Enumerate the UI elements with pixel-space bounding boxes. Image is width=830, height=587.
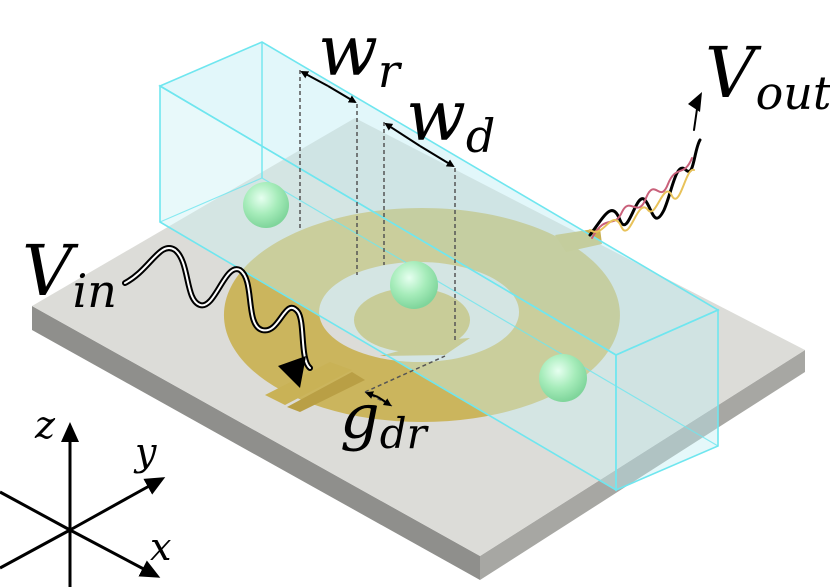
wd-arrow-a — [384, 122, 421, 147]
label-v-out: Vout — [705, 32, 830, 120]
label-axis-z: z — [34, 403, 56, 447]
gdr-guide-1 — [364, 355, 446, 393]
dimension-guides — [299, 70, 456, 407]
wd-arrow-b — [419, 145, 455, 168]
label-axis-x: x — [150, 525, 171, 569]
axis-y — [69, 477, 166, 532]
output-wave-yellow — [589, 168, 695, 233]
substrate-side-front — [32, 306, 480, 580]
inner-disk-electrode — [354, 288, 470, 352]
sphere-right — [539, 354, 587, 402]
gdr-arrow-a — [365, 391, 379, 399]
input-wave-arrowhead — [278, 356, 306, 388]
coordinate-axes — [0, 422, 166, 587]
input-wave-core — [124, 247, 311, 369]
waveguide-hidden-edge-3 — [159, 177, 263, 223]
labels: Vin Vout wr wd gdr z y x — [22, 10, 830, 569]
waveguide-hidden-edge-2 — [261, 177, 719, 447]
axis-x — [69, 528, 161, 578]
sphere-center — [390, 261, 438, 309]
sphere-left — [243, 182, 289, 228]
feed-line-right — [287, 372, 365, 412]
inner-disk-lead — [380, 338, 470, 356]
gdr-arrow-b — [377, 396, 392, 407]
label-axis-y: y — [133, 430, 157, 474]
gdr-guide-2 — [364, 391, 393, 407]
output-wave-arrowhead — [688, 92, 702, 112]
wr-arrow-b — [327, 85, 357, 104]
label-w-d: wd — [406, 75, 495, 163]
output-wave-tail — [693, 101, 699, 131]
axis-y-negative — [0, 528, 71, 570]
label-w-r: wr — [318, 10, 403, 98]
axis-x-negative — [0, 490, 71, 532]
output-wave — [588, 92, 702, 239]
substrate-side-right — [480, 350, 805, 580]
feed-line-left — [265, 362, 352, 405]
dimension-arrows — [300, 71, 455, 407]
wr-arrow-a — [300, 71, 329, 87]
input-wave — [122, 245, 313, 388]
label-g-dr: gdr — [340, 380, 430, 458]
label-v-in: Vin — [22, 230, 117, 318]
output-wave-black — [588, 138, 702, 237]
spheres — [243, 182, 587, 402]
